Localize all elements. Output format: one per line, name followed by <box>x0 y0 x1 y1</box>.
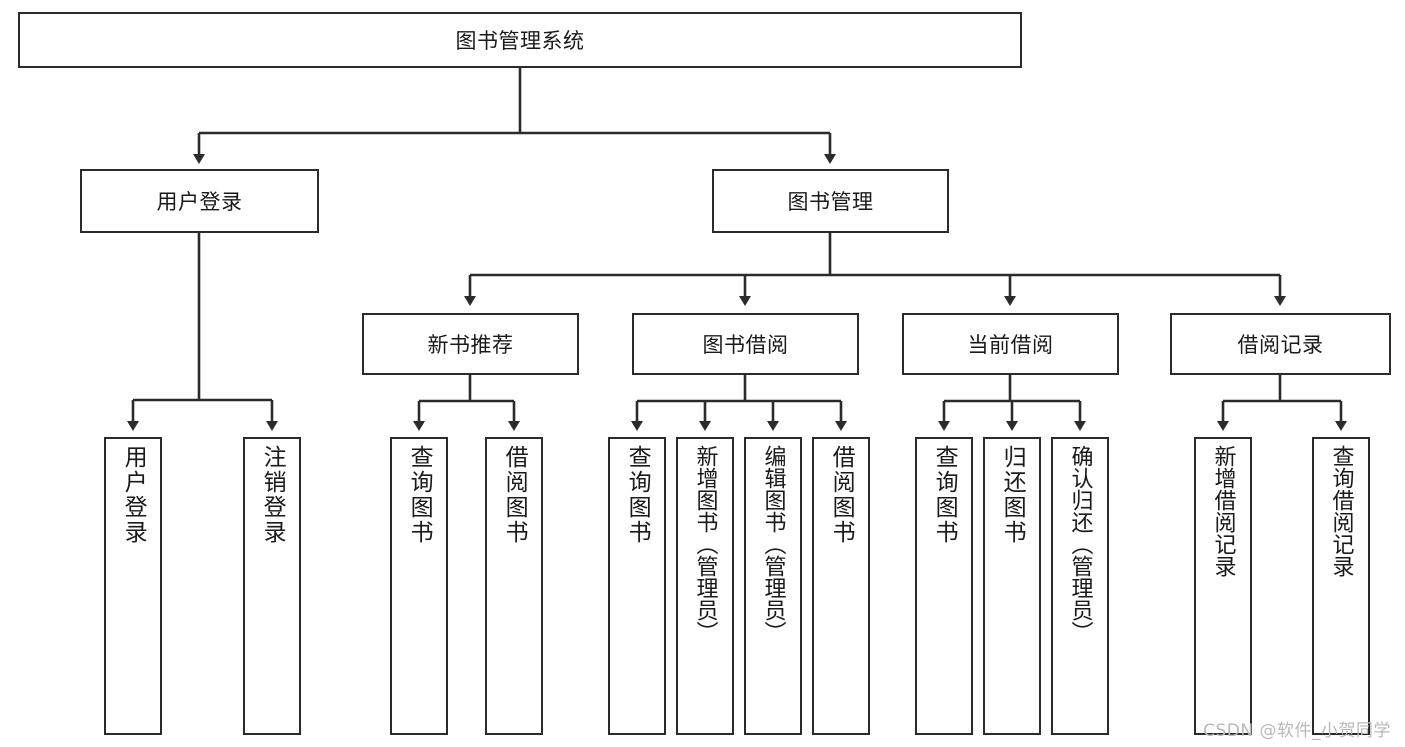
node-label: 用户登录 <box>156 190 243 214</box>
node-label: 图书管理 <box>787 190 874 214</box>
leaf-label: 新增借阅记录 <box>1210 445 1236 577</box>
leaf-label: 查询图书 <box>406 445 433 545</box>
leaf-label: 查询借阅记录 <box>1328 445 1354 577</box>
csdn-watermark: CSDN @软件_小贺同学 <box>1203 721 1391 741</box>
leaf-borrow-book-borrow[interactable]: 借阅图书 <box>812 437 870 735</box>
leaf-label: 注销登录 <box>259 445 286 545</box>
node-label: 新书推荐 <box>427 333 514 357</box>
leaf-label: 新增图书（管理员） <box>692 445 718 643</box>
node-borrow-record[interactable]: 借阅记录 <box>1170 313 1391 375</box>
leaf-borrow-book-recommend[interactable]: 借阅图书 <box>485 437 543 735</box>
node-label: 当前借阅 <box>967 333 1054 357</box>
leaf-query-book-borrow[interactable]: 查询图书 <box>608 437 666 735</box>
node-label: 借阅记录 <box>1237 333 1324 357</box>
leaf-add-borrow-record[interactable]: 新增借阅记录 <box>1194 437 1252 735</box>
leaf-query-borrow-record[interactable]: 查询借阅记录 <box>1312 437 1370 735</box>
leaf-label: 借阅图书 <box>501 445 528 545</box>
leaf-label: 归还图书 <box>999 445 1026 545</box>
node-user-login[interactable]: 用户登录 <box>80 169 319 233</box>
leaf-label: 借阅图书 <box>828 445 855 545</box>
leaf-label: 编辑图书（管理员） <box>760 445 786 643</box>
node-label: 图书借阅 <box>702 333 789 357</box>
leaf-query-book-recommend[interactable]: 查询图书 <box>390 437 448 735</box>
leaf-add-book-admin[interactable]: 新增图书（管理员） <box>676 437 734 735</box>
node-root-book-management-system[interactable]: 图书管理系统 <box>18 12 1022 68</box>
node-label: 图书管理系统 <box>455 29 585 53</box>
leaf-label: 确认归还（管理员） <box>1067 445 1093 643</box>
node-book-borrow[interactable]: 图书借阅 <box>632 313 859 375</box>
leaf-label: 用户登录 <box>120 445 147 545</box>
leaf-return-book[interactable]: 归还图书 <box>983 437 1041 735</box>
leaf-edit-book-admin[interactable]: 编辑图书（管理员） <box>744 437 802 735</box>
leaf-logout-login[interactable]: 注销登录 <box>243 437 301 735</box>
leaf-query-book-current[interactable]: 查询图书 <box>915 437 973 735</box>
node-book-management[interactable]: 图书管理 <box>712 169 949 233</box>
leaf-user-login[interactable]: 用户登录 <box>104 437 162 735</box>
node-current-borrow[interactable]: 当前借阅 <box>902 313 1119 375</box>
leaf-confirm-return-admin[interactable]: 确认归还（管理员） <box>1051 437 1109 735</box>
leaf-label: 查询图书 <box>624 445 651 545</box>
node-new-book-recommend[interactable]: 新书推荐 <box>362 313 579 375</box>
leaf-label: 查询图书 <box>931 445 958 545</box>
